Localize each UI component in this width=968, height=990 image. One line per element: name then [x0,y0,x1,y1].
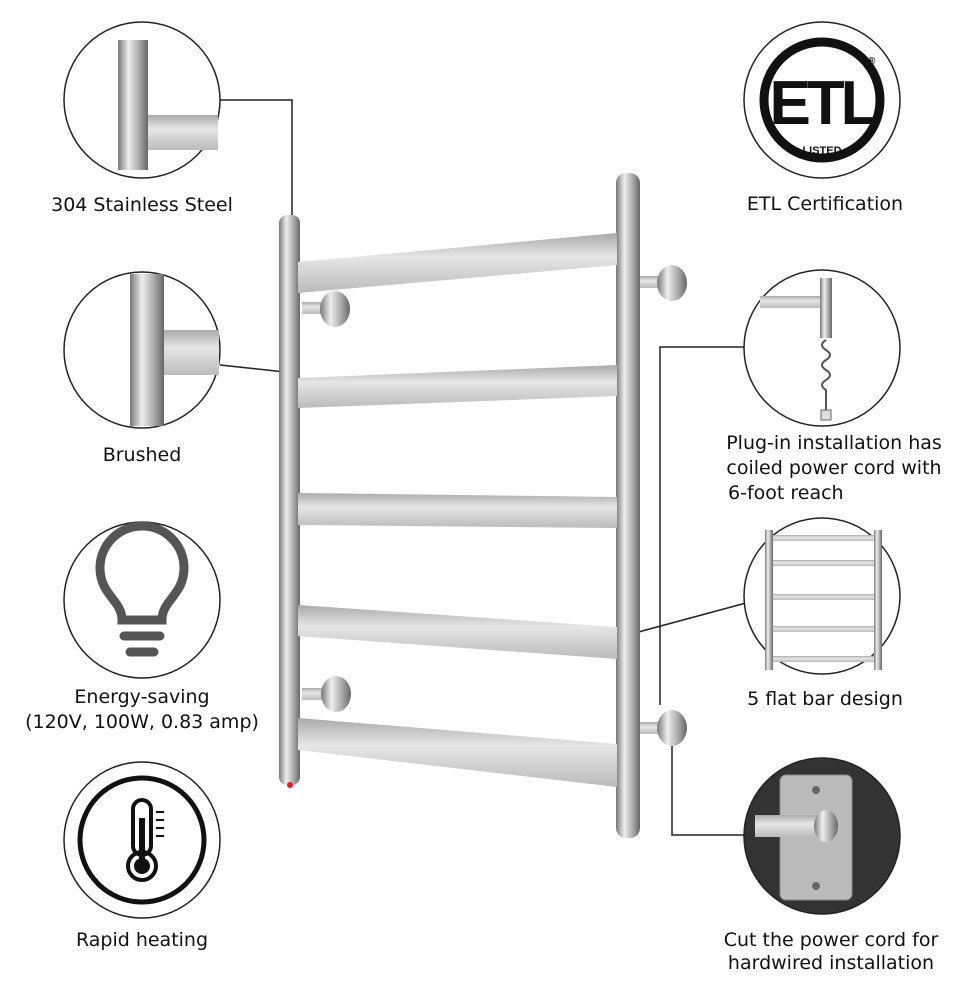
indicator-light [287,782,293,788]
plug-in-label-3: 6-foot reach [728,482,844,504]
svg-text:®: ® [868,56,876,67]
right-post [616,173,640,838]
power-cord-closeup-icon [760,278,832,421]
stainless-steel-label: 304 Stainless Steel [51,194,233,216]
brushed-label: Brushed [102,444,182,466]
stainless-steel-closeup-icon [118,40,218,170]
flat-bar-3 [298,493,617,528]
etl-label: ETL Certification [746,193,904,215]
left-post [279,215,300,785]
etl-logo: ETL LISTED ® [759,37,885,163]
flat-bar-4 [298,605,617,659]
thermometer-icon [77,775,207,905]
svg-text:LISTED: LISTED [802,145,841,157]
flat-bar-label: 5 flat bar design [747,688,903,710]
svg-text:ETL: ETL [769,69,876,138]
hardwired-label-1: Cut the power cord for [723,929,939,951]
flat-bar-1 [298,233,617,293]
flat-bar-2 [298,365,617,408]
flat-bar-5 [298,718,617,787]
hardwired-label-2: hardwired installation [727,952,935,974]
leader-lines [219,99,747,836]
plug-in-label-1: Plug-in installation has [726,432,942,454]
towel-rack [279,173,687,838]
brushed-closeup-icon [130,274,219,426]
lightbulb-icon [95,521,189,657]
energy-spec-label: (120V, 100W, 0.83 amp) [25,711,259,733]
plug-in-label-2: coiled power cord with [726,457,942,479]
flat-bar-closeup-icon [765,530,882,670]
cord-circle [743,269,901,427]
rapid-heating-label: Rapid heating [75,929,209,951]
wall-mounts [302,265,687,746]
energy-saving-label: Energy-saving [74,686,210,708]
wall-plate-closeup-icon [755,774,853,901]
